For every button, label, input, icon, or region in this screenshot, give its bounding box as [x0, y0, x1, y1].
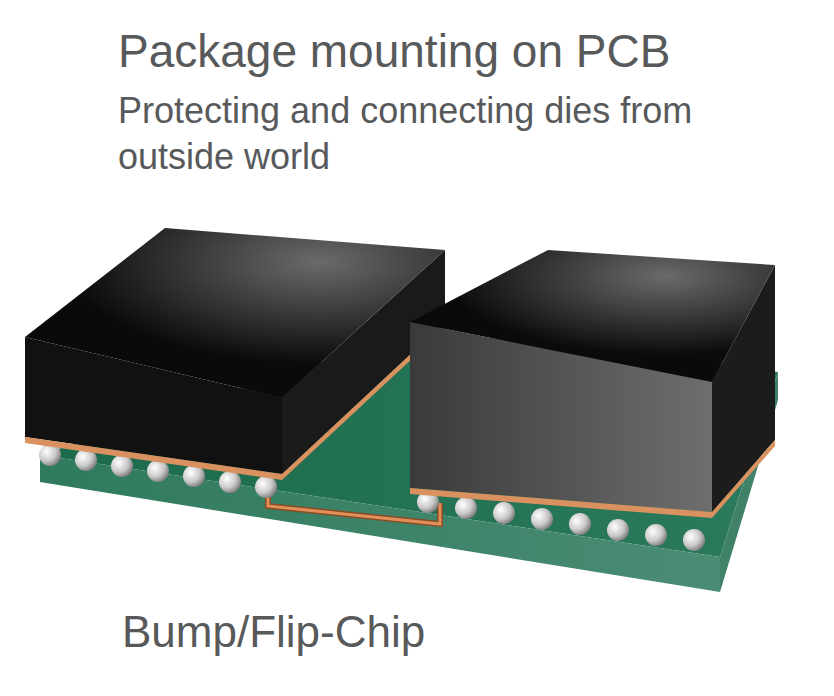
right-package — [410, 250, 775, 518]
left-package — [25, 228, 445, 480]
diagram-caption: Bump/Flip-Chip — [122, 606, 425, 658]
subtitle-label: Protecting and connecting dies from outs… — [118, 88, 758, 180]
diagram-title: Package mounting on PCB — [118, 24, 670, 78]
